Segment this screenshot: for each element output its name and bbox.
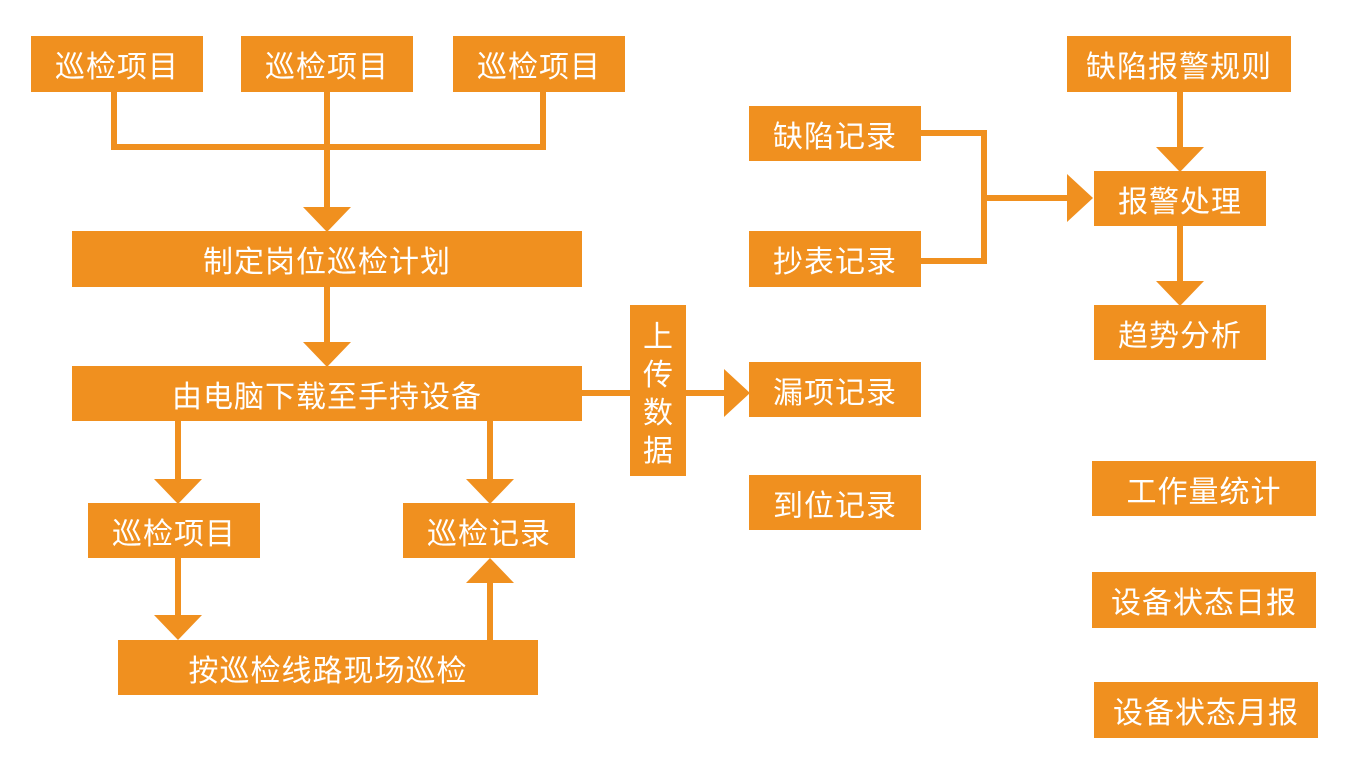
inspection-item-1: 巡检项目 <box>31 36 203 92</box>
arrow-to-missed <box>724 369 750 417</box>
plan-node: 制定岗位巡检计划 <box>72 231 582 287</box>
inspection-record-node: 巡检记录 <box>403 503 575 558</box>
arrow-to-download <box>303 342 351 367</box>
arrival-record-node: 到位记录 <box>749 475 921 530</box>
daily-report-node: 设备状态日报 <box>1092 572 1316 628</box>
monthly-report-node: 设备状态月报 <box>1094 682 1318 738</box>
trend-analysis-node: 趋势分析 <box>1094 305 1266 360</box>
defect-record-node: 缺陷记录 <box>749 106 921 161</box>
arrow-to-alarm-handle <box>1156 147 1204 172</box>
connector-records-merge <box>920 130 987 264</box>
alarm-rule-node: 缺陷报警规则 <box>1067 36 1291 92</box>
route-inspection-node: 按巡检线路现场巡检 <box>118 640 538 695</box>
arrow-to-alarm <box>1067 174 1093 222</box>
upload-data-node: 上传数据 <box>630 305 686 476</box>
inspection-item-3: 巡检项目 <box>453 36 625 92</box>
arrow-to-item-left <box>154 479 202 504</box>
workload-stat-node: 工作量统计 <box>1092 461 1316 516</box>
inspection-item-left: 巡检项目 <box>88 503 260 558</box>
arrow-to-plan <box>303 207 351 232</box>
download-node: 由电脑下载至手持设备 <box>72 366 582 421</box>
alarm-handle-node: 报警处理 <box>1094 171 1266 226</box>
inspection-item-2: 巡检项目 <box>241 36 413 92</box>
missed-record-node: 漏项记录 <box>749 362 921 417</box>
meter-record-node: 抄表记录 <box>749 231 921 287</box>
arrow-to-record <box>466 479 514 504</box>
arrow-to-route <box>154 615 202 640</box>
arrow-to-trend <box>1156 281 1204 306</box>
arrow-up-to-record <box>466 558 514 583</box>
